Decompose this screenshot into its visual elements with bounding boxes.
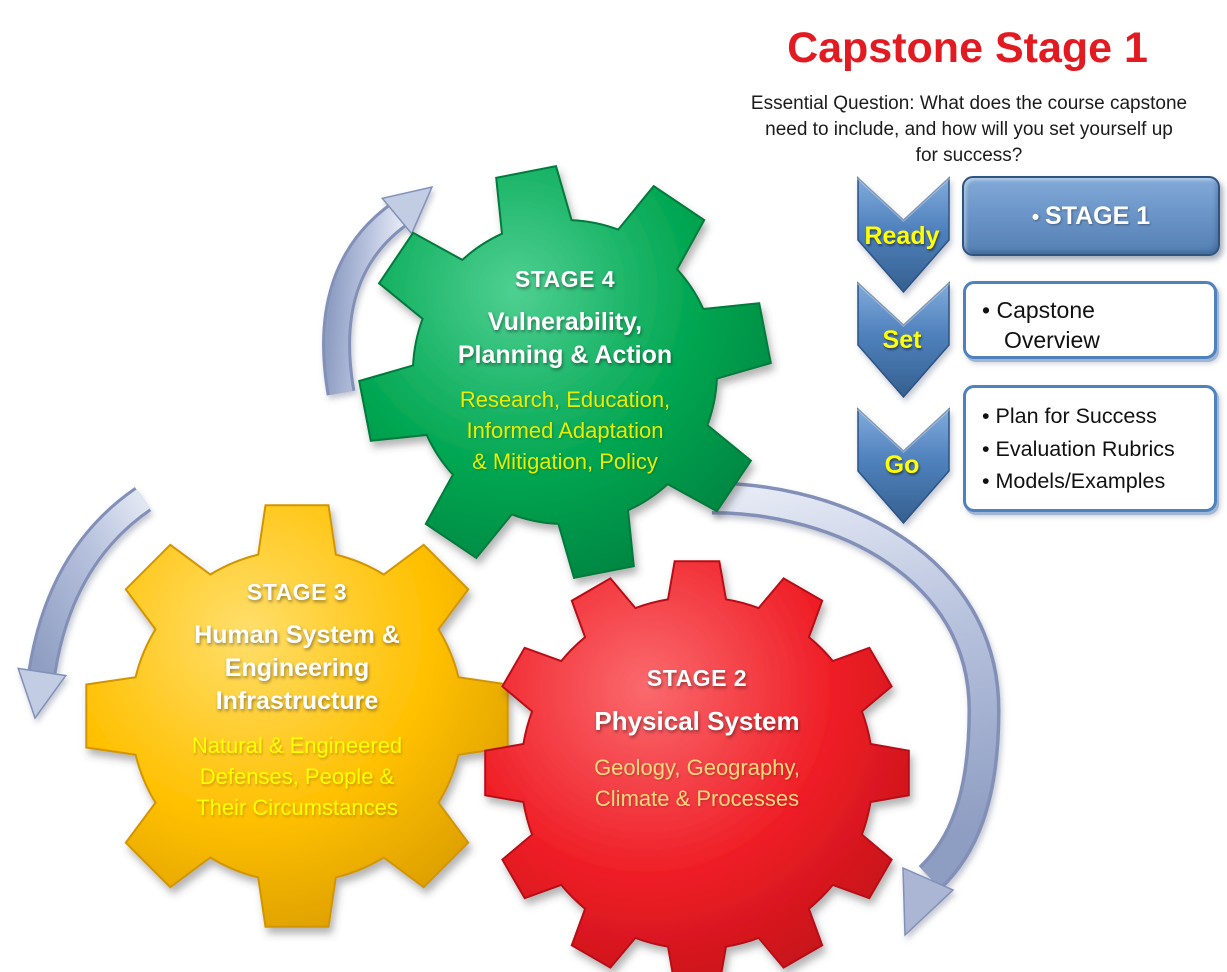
essential-question: Essential Question: What does the course… [730,91,1208,169]
stage1-box: STAGE 1 [962,176,1220,256]
go-bullet-2: Evaluation Rubrics [982,433,1204,466]
chevron-column [856,176,951,525]
rotation-arrow-right-icon [711,481,1001,937]
gear-stage-2-icon [484,560,910,972]
gear-stage-3-icon [85,504,509,928]
rotation-arrow-left-icon [17,487,152,720]
page-title: Capstone Stage 1 [787,24,1148,72]
chevron-ready-label: Ready [864,222,940,250]
chevron-set-label: Set [882,326,922,354]
chevron-set-icon [856,281,951,399]
chevron-go-label: Go [884,451,920,479]
chevron-go-icon [856,407,951,525]
go-bullet-1: Plan for Success [982,400,1204,433]
essential-question-line2: need to include, and how will you set yo… [765,119,1173,140]
essential-question-line3: for success? [915,145,1023,166]
rotation-arrow-top-left-icon [322,185,434,396]
stage1-box-bullet: STAGE 1 [1032,202,1150,231]
gear-stage-4-icon [358,165,772,579]
capstone-overview-box: Capstone Overview [963,281,1217,359]
capstone-overview-bullet: Capstone Overview [982,295,1174,355]
go-bullet-3: Models/Examples [982,465,1204,498]
go-items-box: Plan for Success Evaluation Rubrics Mode… [963,385,1217,512]
chevron-ready-icon [856,176,951,294]
essential-question-line1: Essential Question: What does the course… [750,93,1188,114]
